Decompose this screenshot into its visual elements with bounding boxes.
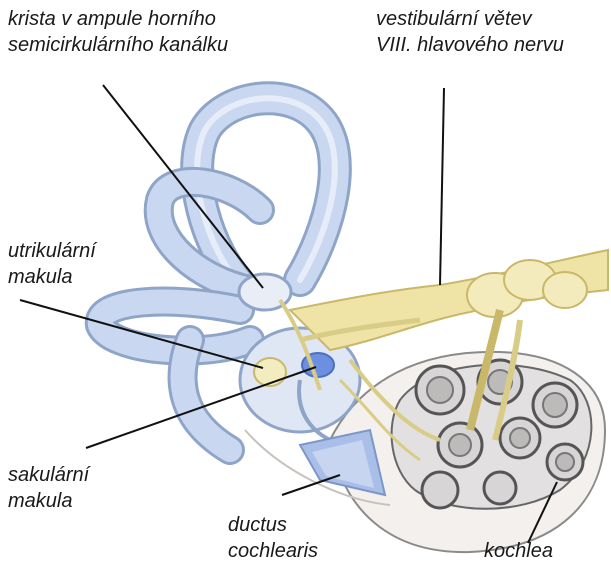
label-ductus-line2: cochlearis xyxy=(228,538,318,564)
label-kochlea: kochlea xyxy=(484,538,553,564)
label-vestibular-nerve: vestibulární větev VIII. hlavového nervu xyxy=(376,6,564,58)
label-ductus-line1: ductus xyxy=(228,512,318,538)
label-ductus-cochlearis: ductus cochlearis xyxy=(228,512,318,564)
label-utrikularni-line1: utrikulární xyxy=(8,238,96,264)
label-kochlea-text: kochlea xyxy=(484,538,553,564)
label-krista: krista v ampule horního semicirkulárního… xyxy=(8,6,228,58)
label-utrikularni-line2: makula xyxy=(8,264,96,290)
leader-ductus xyxy=(282,475,340,495)
label-sakularni-makula: sakulární makula xyxy=(8,462,89,514)
label-krista-line2: semicirkulárního kanálku xyxy=(8,32,228,58)
label-sakularni-line1: sakulární xyxy=(8,462,89,488)
label-utrikularni-makula: utrikulární makula xyxy=(8,238,96,290)
leader-vestibular xyxy=(440,88,444,285)
label-vestibular-line1: vestibulární větev xyxy=(376,6,564,32)
label-sakularni-line2: makula xyxy=(8,488,89,514)
label-vestibular-line2: VIII. hlavového nervu xyxy=(376,32,564,58)
label-krista-line1: krista v ampule horního xyxy=(8,6,228,32)
